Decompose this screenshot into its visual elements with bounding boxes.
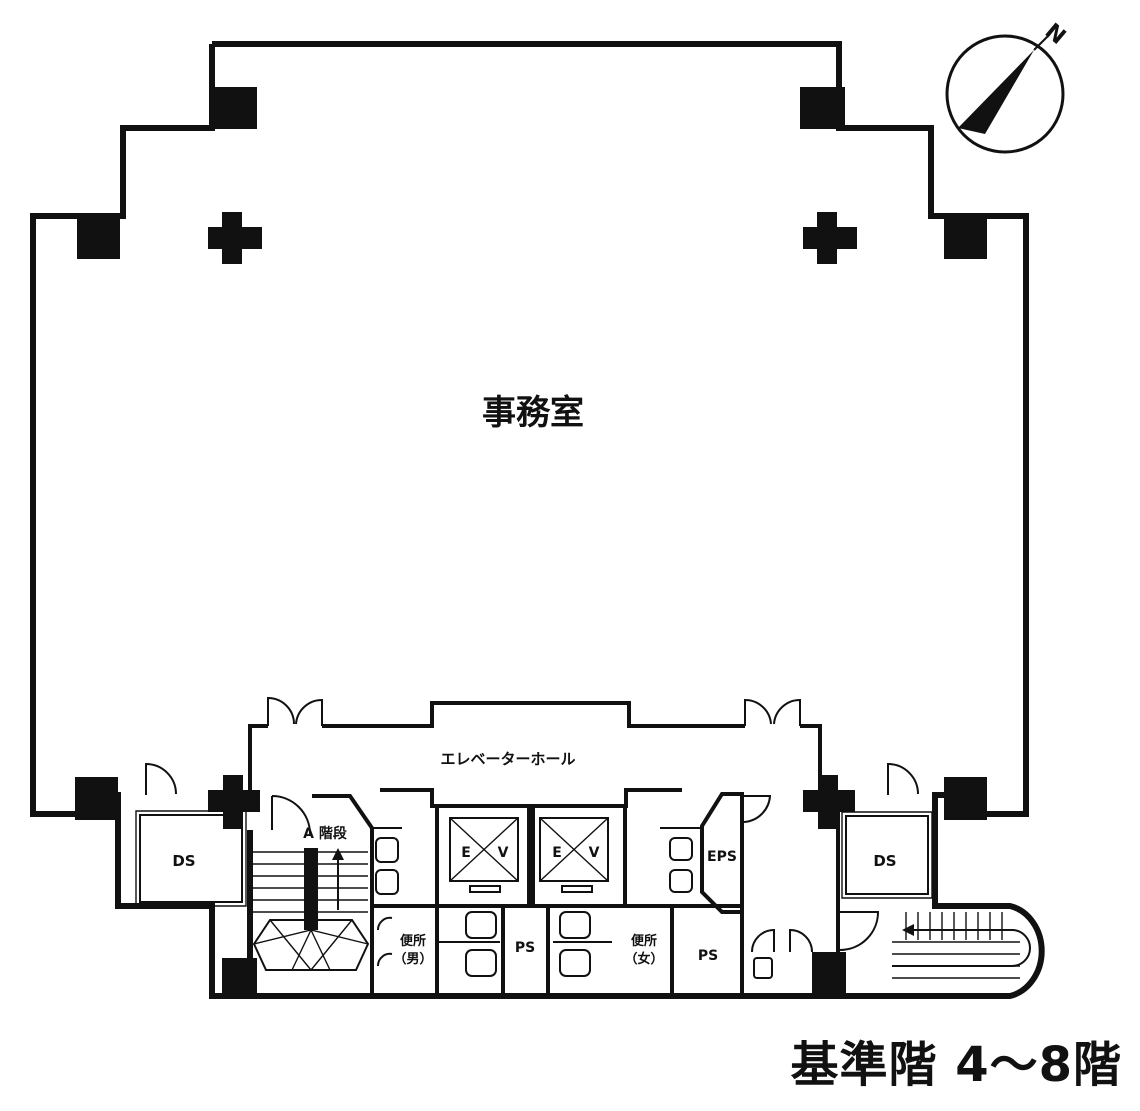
column [212,87,257,129]
column [944,777,987,820]
door-swing [742,795,772,823]
ev2-e: E [552,845,562,861]
column [812,952,846,998]
door-swing [145,762,177,795]
toilet-women-partition [553,827,700,943]
door-swing [267,696,323,726]
floor-caption: 基準階 4〜8階 [790,1037,1122,1093]
stair-a-label: A 階段 [303,825,347,842]
toilet-men-partition [372,827,500,943]
toilet-women-label-2: （女） [624,951,663,967]
hall-partition [380,788,682,808]
north-arrow-icon [945,33,1065,154]
stair-a-treads [252,848,370,972]
column [944,216,987,259]
ps1-label: PS [515,940,535,956]
toilet-fixtures [376,911,591,977]
sink-fixtures [375,837,693,895]
ds-left-frame [135,810,247,907]
elevator-1 [435,804,531,908]
ev1-e: E [461,845,471,861]
toilet-women-label-1: 便所 [631,933,657,949]
toilet-men-wall [372,904,674,996]
cross-column [208,775,260,829]
ds-left-label: DS [172,852,195,870]
ps2-room [672,904,744,996]
ps2-label: PS [698,948,718,964]
ds-right-room [845,815,929,895]
cross-column [208,212,262,264]
office-label: 事務室 [482,393,584,433]
ev2-v: V [589,845,600,861]
column [75,777,118,820]
service-room [751,928,813,953]
toilet-men-label-1: 便所 [400,933,426,949]
door-swing [839,911,880,951]
ds-right-label: DS [873,852,896,870]
ds-left-room [139,814,243,903]
elevator-hall-label: エレベーターホール [440,750,575,768]
lower-right-wall [812,792,1045,999]
door-swing [271,795,311,835]
column [800,87,845,129]
elevator-hall-wall [248,701,822,795]
north-label: N [1040,19,1070,50]
toilet-men-label-2: （男） [393,951,432,967]
stair-b-treads [892,912,1031,979]
elevator-2 [531,804,627,908]
door-swing [887,762,919,795]
stair-a-wall [312,794,374,996]
cross-column [803,775,855,829]
ev1-v: V [498,845,509,861]
eps-label: EPS [707,849,737,865]
ds-right-frame [841,811,933,899]
door-swing [744,698,801,726]
cross-column [803,212,857,264]
column [77,216,120,259]
service-fixture [753,957,773,979]
